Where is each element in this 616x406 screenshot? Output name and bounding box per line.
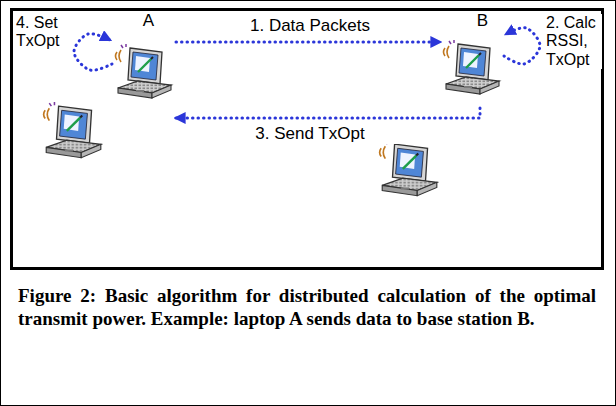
dotted-arrow	[504, 28, 540, 64]
dotted-arrow	[74, 34, 112, 71]
laptop-node: B	[440, 12, 504, 108]
laptop-icon	[442, 38, 502, 104]
node-letter: B	[440, 12, 504, 29]
figure-caption: Figure 2: Basic algorithm for distribute…	[18, 284, 596, 330]
node-letter: A	[112, 12, 176, 29]
step-label: 4. Set TxOpt	[16, 14, 72, 51]
laptop-icon	[114, 42, 174, 108]
step-label: 1. Data Packets	[196, 16, 424, 36]
laptop-node: A	[112, 12, 176, 124]
dotted-arrow	[176, 41, 440, 44]
step-label: 3. Send TxOpt	[196, 124, 424, 144]
step-label: 2. Calc RSSI, TxOpt	[546, 14, 602, 69]
dotted-arrow	[176, 108, 480, 118]
